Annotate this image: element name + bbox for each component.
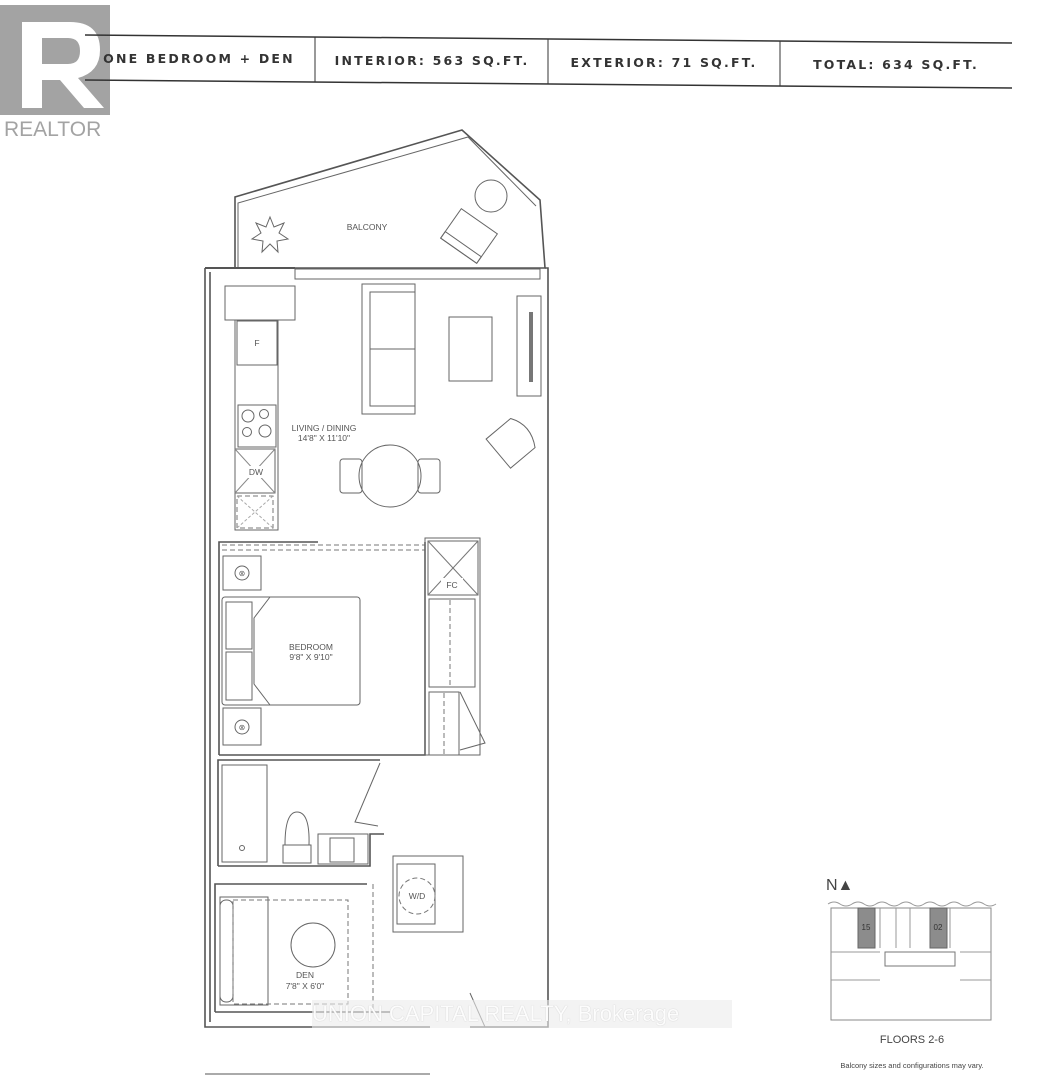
living-label: LIVING / DINING bbox=[292, 423, 357, 433]
svg-text:⊗: ⊗ bbox=[239, 723, 246, 732]
watermark: UNION CAPITAL REALTY, Brokerage bbox=[312, 1000, 732, 1028]
disclaimer: Balcony sizes and configurations may var… bbox=[840, 1061, 983, 1070]
tv-icon bbox=[529, 312, 533, 382]
balcony-table bbox=[474, 179, 508, 213]
dishwasher: DW bbox=[234, 448, 276, 494]
living-size: 14'8" X 11'10" bbox=[298, 433, 350, 443]
bathroom bbox=[217, 759, 384, 867]
bedroom-size: 9'8" X 9'10" bbox=[289, 652, 332, 662]
balcony-label: BALCONY bbox=[347, 222, 388, 232]
bathtub bbox=[221, 764, 268, 863]
exterior-wall-right bbox=[470, 267, 549, 1028]
coffee-table bbox=[448, 316, 493, 382]
header-table: ONE BEDROOM + DEN INTERIOR: 563 SQ.FT. E… bbox=[84, 34, 1013, 89]
highlighted-unit bbox=[857, 907, 876, 949]
plant-icon bbox=[250, 215, 290, 254]
balcony: BALCONY bbox=[234, 129, 546, 269]
armchair bbox=[485, 417, 536, 469]
sink-icon bbox=[236, 495, 274, 529]
den-table bbox=[290, 922, 336, 968]
dishwasher-label: DW bbox=[249, 467, 263, 477]
floors-label: FLOORS 2-6 bbox=[880, 1034, 944, 1046]
closet-door[interactable] bbox=[459, 691, 486, 751]
north-arrow: N▲ bbox=[826, 877, 853, 894]
closets: FC bbox=[424, 537, 486, 756]
key-plan: N▲ 15 02 FLOORS 2-6 Balcony sizes and co… bbox=[826, 877, 997, 1070]
fc-label: FC bbox=[446, 580, 457, 590]
dining-set bbox=[339, 444, 441, 508]
den-size: 7'8" X 6'0" bbox=[286, 981, 325, 991]
tv-console bbox=[516, 295, 542, 397]
unit-b-label: 02 bbox=[934, 923, 943, 932]
bed bbox=[221, 596, 361, 706]
total-area: TOTAL: 634 SQ.FT. bbox=[813, 57, 979, 72]
den: DEN 7'8" X 6'0" bbox=[214, 883, 390, 1013]
unit-type: ONE BEDROOM + DEN bbox=[103, 51, 295, 66]
fridge bbox=[236, 320, 278, 366]
kitchen: F DW bbox=[224, 285, 296, 531]
fc-closet bbox=[427, 540, 479, 596]
fridge-label: F bbox=[254, 338, 259, 348]
unit-a-label: 15 bbox=[862, 923, 871, 932]
washer-dryer-closet: W/D bbox=[392, 855, 464, 933]
vanity bbox=[317, 833, 369, 865]
sink-icon bbox=[329, 837, 355, 863]
window-wall bbox=[294, 268, 541, 280]
nightstand bbox=[222, 555, 262, 591]
toilet-icon bbox=[282, 811, 312, 864]
highlighted-unit bbox=[929, 907, 948, 949]
balcony-chair bbox=[439, 207, 499, 265]
den-sofa bbox=[219, 896, 269, 1006]
cooktop-icon bbox=[237, 404, 277, 448]
logo-text: REALTOR bbox=[4, 118, 101, 141]
realtor-logo: REALTOR bbox=[0, 5, 110, 141]
bedroom: ⊗ ⊗ BEDROOM 9'8" X 9'10" bbox=[218, 541, 426, 756]
bathroom-door[interactable] bbox=[354, 762, 381, 827]
nightstand bbox=[222, 707, 262, 746]
svg-text:⊗: ⊗ bbox=[239, 569, 246, 578]
interior-area: INTERIOR: 563 SQ.FT. bbox=[335, 53, 530, 68]
bedroom-label: BEDROOM bbox=[289, 642, 333, 652]
wd-label: W/D bbox=[409, 891, 426, 901]
exterior-area: EXTERIOR: 71 SQ.FT. bbox=[571, 55, 758, 70]
sofa bbox=[361, 283, 416, 415]
living-dining: LIVING / DINING 14'8" X 11'10" bbox=[292, 283, 542, 508]
den-label: DEN bbox=[296, 970, 314, 980]
